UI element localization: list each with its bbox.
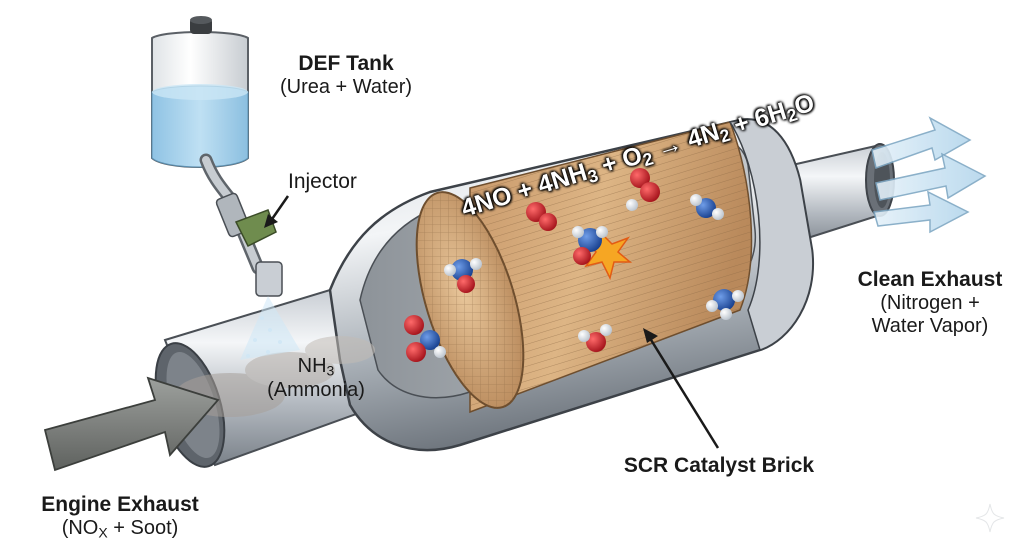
def-tank-subtitle: (Urea + Water)	[279, 76, 413, 99]
injector-pointer-head	[264, 214, 278, 228]
engine-exhaust-sub-post: + Soot)	[107, 517, 179, 540]
ammonia-name: (Ammonia)	[267, 378, 365, 401]
def-tank-label: DEF Tank (Urea + Water)	[266, 52, 426, 99]
ammonia-formula-subscript: 3	[326, 362, 335, 379]
def-tank-icon	[151, 16, 249, 168]
engine-exhaust-title: Engine Exhaust	[41, 493, 199, 516]
engine-exhaust-sub-pre: (NO	[61, 517, 99, 540]
clean-exhaust-label: Clean Exhaust (Nitrogen + Water Vapor)	[840, 268, 1020, 338]
catalyst-label: SCR Catalyst Brick	[614, 454, 824, 478]
injector-icon	[199, 153, 283, 297]
spray-icon	[240, 296, 300, 360]
outlet-arrow-icon	[871, 116, 987, 234]
catalyst-pointer	[646, 334, 720, 449]
ammonia-label: NH3 (Ammonia)	[256, 355, 376, 402]
molecule-icon	[404, 168, 744, 362]
engine-exhaust-label: Engine Exhaust (NOX + Soot)	[20, 493, 220, 541]
catalyst-pointer-head	[643, 328, 658, 343]
clean-exhaust-title: Clean Exhaust	[857, 268, 1003, 291]
clean-exhaust-line1: (Nitrogen +	[880, 292, 980, 315]
def-tank-title: DEF Tank	[298, 52, 394, 75]
injector-label: Injector	[288, 170, 357, 193]
clean-exhaust-line2: Water Vapor)	[871, 315, 989, 338]
catalyst-title: SCR Catalyst Brick	[623, 454, 815, 477]
ammonia-formula: NH	[297, 355, 327, 377]
engine-exhaust-sub-subscript: X	[98, 524, 108, 541]
inlet-arrow-icon	[43, 376, 220, 472]
injector-pointer	[268, 195, 290, 223]
sparkle-icon	[975, 503, 1005, 533]
